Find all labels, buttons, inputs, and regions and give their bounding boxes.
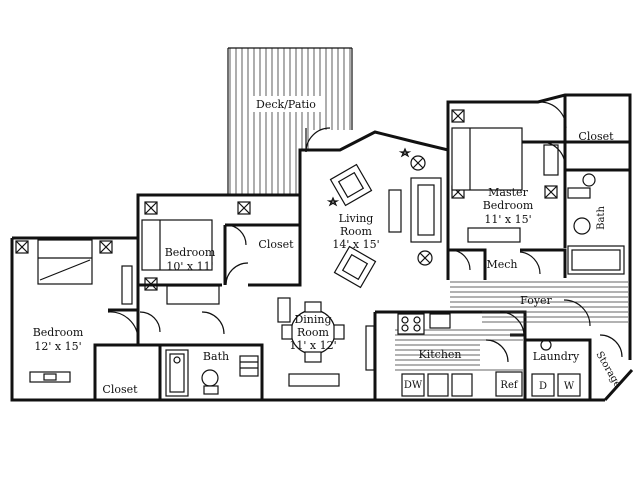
refrigerator-label: Ref xyxy=(500,380,518,391)
master-bedroom-label: Master xyxy=(488,186,528,199)
living-furniture xyxy=(326,147,442,289)
laundry-label: Laundry xyxy=(533,350,580,363)
bath-left-fixtures xyxy=(165,349,259,397)
living-room-label-2: Room xyxy=(340,225,373,238)
storage-label: Storage xyxy=(593,350,623,390)
kitchen-floor xyxy=(395,329,523,371)
master-furniture xyxy=(451,127,559,243)
living-room-label: Living xyxy=(339,212,374,225)
bedroom3-closet-label: Closet xyxy=(102,383,138,396)
master-closet-label: Closet xyxy=(578,130,614,143)
dining-room-label: Dining xyxy=(294,313,331,326)
foyer-label: Foyer xyxy=(520,294,552,307)
doors xyxy=(107,101,623,363)
kitchen-fixtures xyxy=(365,313,581,397)
washer-label: W xyxy=(564,381,575,392)
living-room-dim: 14' x 15' xyxy=(332,238,379,251)
dryer-label: D xyxy=(539,381,547,392)
deck-label: Deck/Patio xyxy=(256,98,316,111)
master-bath-fixtures xyxy=(567,173,625,275)
bedroom2-dim: 10' x 11' xyxy=(166,260,213,273)
master-bath-label: Bath xyxy=(596,206,607,230)
bedroom2-closet-label: Closet xyxy=(258,238,294,251)
bedroom3-furniture xyxy=(29,239,133,383)
dining-room-dim: 11' x 12' xyxy=(289,339,336,352)
dishwasher-label: DW xyxy=(404,380,423,391)
deck-patio: Deck/Patio xyxy=(227,47,353,195)
mech-label: Mech xyxy=(486,258,517,271)
windows xyxy=(15,109,558,291)
dining-room-label-2: Room xyxy=(297,326,330,339)
exterior-walls xyxy=(10,93,634,402)
master-bedroom-dim: 11' x 15' xyxy=(484,213,531,226)
bedroom3-label: Bedroom xyxy=(33,326,84,339)
kitchen-label: Kitchen xyxy=(419,348,462,361)
room-labels: Living Room 14' x 15' Bedroom 10' x 11' … xyxy=(33,130,623,396)
dining-furniture xyxy=(277,297,345,387)
foyer-floor xyxy=(450,281,628,323)
bath-left-label: Bath xyxy=(203,350,229,363)
master-bedroom-label-2: Bedroom xyxy=(483,199,534,212)
bedroom2-label: Bedroom xyxy=(165,246,216,259)
bedroom3-dim: 12' x 15' xyxy=(34,340,81,353)
bedroom2-furniture xyxy=(141,219,220,305)
